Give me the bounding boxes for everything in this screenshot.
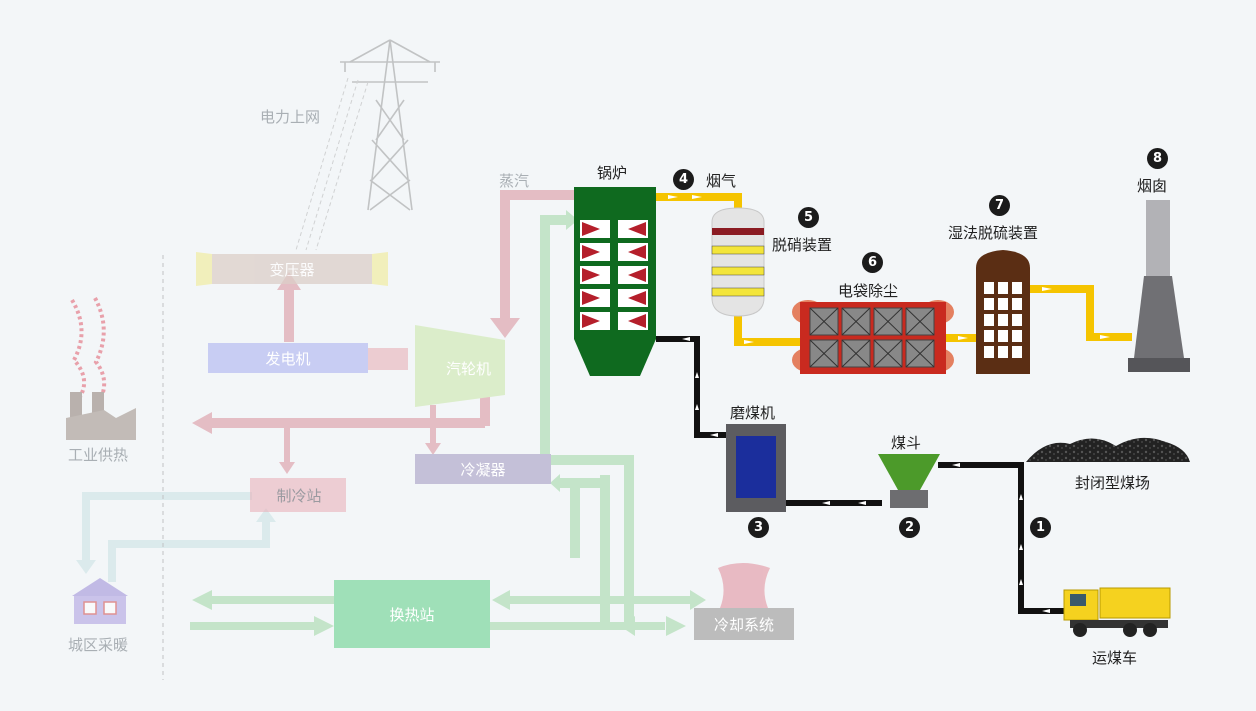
district-heating-pipes [76,492,276,582]
step-marker-4: 4 [673,169,694,190]
heat-exchange-label: 换热站 [389,605,435,624]
chimney [1128,200,1190,372]
chiller-label: 制冷站 [276,486,322,505]
condenser-box: 冷凝器 [415,454,551,484]
hopper-label: 煤斗 [891,434,922,452]
shaft-coupling [368,348,408,370]
industrial-heat-label: 工业供热 [68,446,129,464]
factory-icon [66,297,136,440]
coal-flow-arrows [682,337,1050,613]
steam-pipes [192,190,574,474]
generator-box: 发电机 [208,343,368,373]
desulfurization-label: 湿法脱硫装置 [948,224,1039,242]
generator-label: 发电机 [265,349,311,368]
bag-filter-unit [792,300,954,374]
chiller-accent [250,478,346,512]
transformer-box: 变压器 [212,254,372,284]
coal-truck-icon [1063,587,1171,637]
steam-label: 蒸汽 [499,172,530,190]
step-marker-3: 3 [748,517,769,538]
faded-auxiliary-systems [66,39,770,680]
flue-flow-arrows [668,195,1110,344]
step-marker-8: 8 [1147,148,1168,169]
transformer-end-left [196,252,212,286]
coal-truck-label: 运煤车 [1092,649,1138,667]
power-line [295,77,369,251]
step-marker-6: 6 [862,252,883,273]
turbine-body [415,325,505,407]
bag-filter-label: 电袋除尘 [838,282,899,300]
boiler-label: 锅炉 [597,164,628,182]
transformer-label: 变压器 [269,260,315,279]
coal-yard-pile [1026,437,1190,462]
desulfurization-tower [976,250,1030,374]
coal-mill-label: 磨煤机 [730,404,776,422]
denitration-unit [711,207,765,317]
water-pipes [190,210,706,636]
turbine-label: 汽轮机 [446,360,492,378]
coal-conveyor [656,336,1064,614]
cooling-tower-icon [718,563,770,608]
boiler-unit [574,187,656,376]
coal-mill-unit [726,424,786,512]
cooling-system-label: 冷却系统 [713,615,774,634]
step-marker-5: 5 [798,207,819,228]
coal-hopper [878,454,940,508]
chiller-box: 制冷站 [252,478,346,512]
cooling-system-box: 冷却系统 [694,608,794,640]
condenser-label: 冷凝器 [460,460,506,479]
coal-yard-label: 封闭型煤场 [1075,474,1151,492]
flue-gas-label: 烟气 [706,172,737,190]
chimney-label: 烟囱 [1137,177,1168,195]
step-marker-2: 2 [899,517,920,538]
heat-exchange-box: 换热站 [334,580,490,648]
step-marker-1: 1 [1030,517,1051,538]
house-icon [72,578,128,624]
grid-label: 电力上网 [260,108,321,126]
transmission-tower-icon [340,39,440,211]
transformer-end-right [372,252,388,286]
district-heating-label: 城区采暖 [68,636,129,654]
step-marker-7: 7 [989,195,1010,216]
denitration-label: 脱硝装置 [772,236,833,254]
